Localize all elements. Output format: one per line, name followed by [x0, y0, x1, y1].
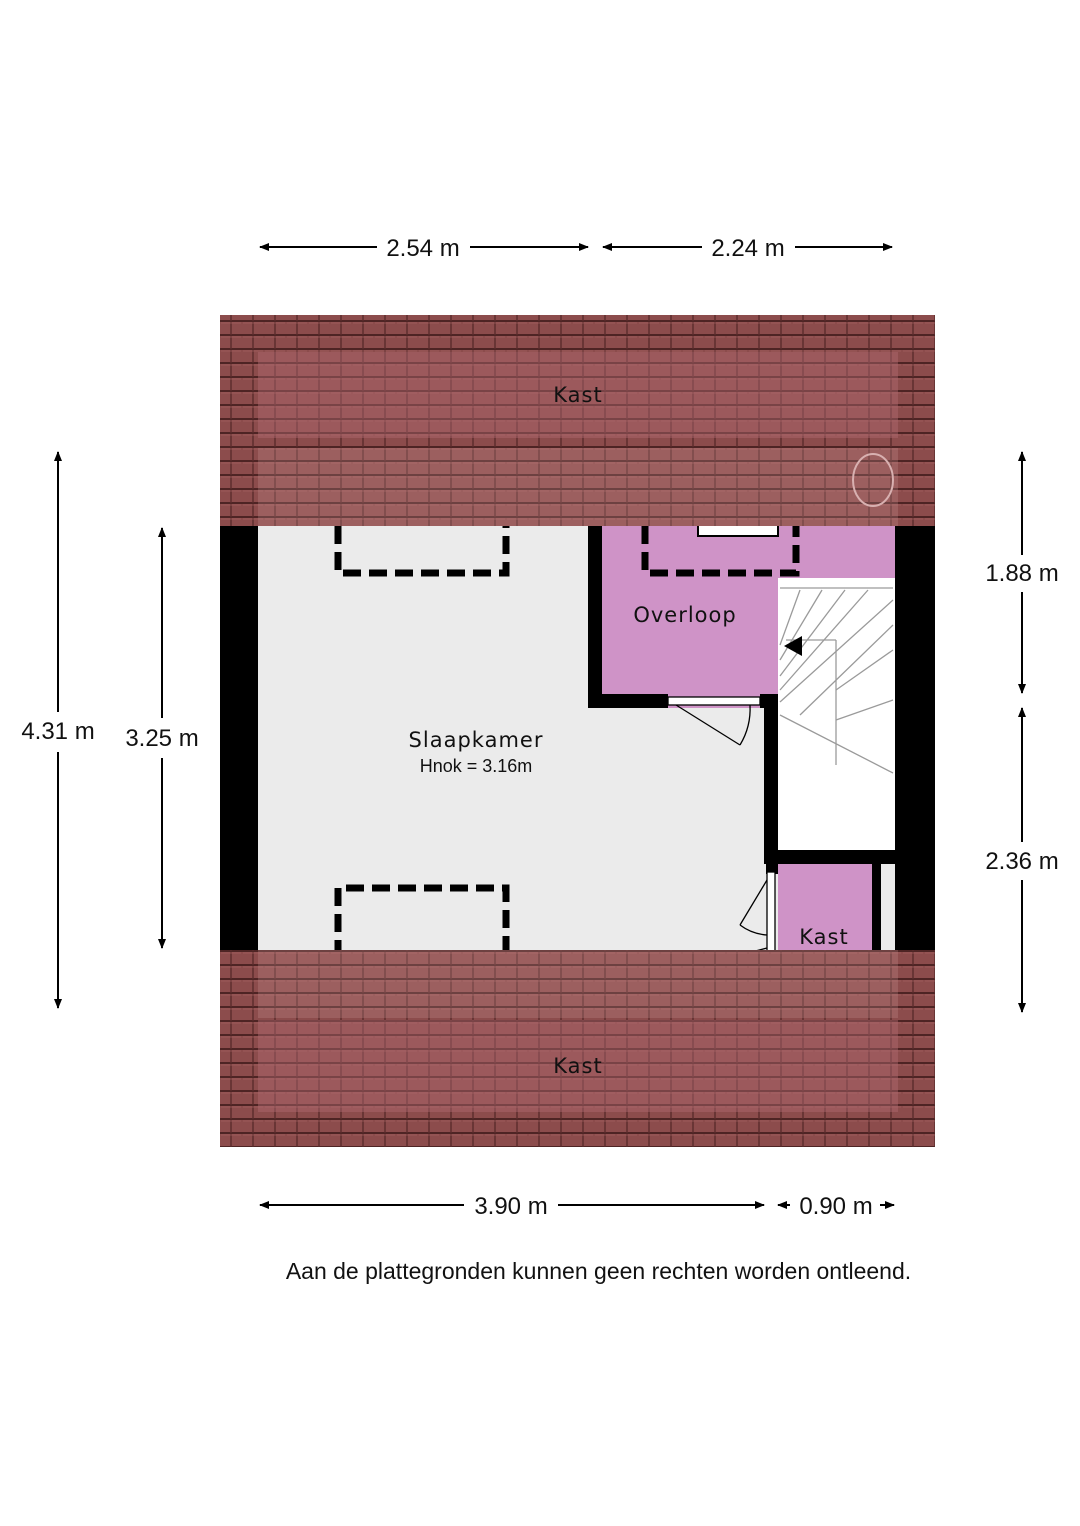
wall-left: [220, 526, 258, 950]
dimension-lines: [54, 243, 1026, 1209]
roof-top: [220, 315, 935, 526]
roof-bottom-overlay: [258, 950, 898, 1018]
door-overloop: [667, 696, 761, 746]
dim-bottom-right: 0.90 m: [799, 1193, 872, 1220]
kast-small-wall-right: [872, 864, 881, 950]
label-slaapkamer: Slaapkamer: [409, 728, 544, 752]
label-kast-small: Kast: [799, 925, 848, 949]
label-slaapkamer-height: Hnok = 3.16m: [420, 756, 533, 776]
wall-right: [895, 526, 935, 950]
overloop-wall-left: [588, 526, 602, 708]
disclaimer-text: Aan de plattegronden kunnen geen rechten…: [285, 1258, 912, 1284]
dim-right-upper: 1.88 m: [985, 560, 1058, 587]
dim-top-right: 2.24 m: [711, 235, 784, 262]
roof-bottom-inner: [258, 1020, 898, 1112]
label-kast-bottom: Kast: [553, 1054, 602, 1078]
vent-icon: [852, 453, 894, 507]
stair-arrow-icon: [784, 636, 802, 656]
stair-lines: [779, 587, 894, 774]
dim-bottom-left: 3.90 m: [474, 1193, 547, 1220]
roof-top-inner: [258, 352, 898, 438]
overloop-wall-bottom: [588, 694, 668, 708]
stair-wall-bottom: [764, 850, 895, 864]
kast-small-wall-left: [766, 864, 778, 874]
roof-bottom: [220, 950, 935, 1147]
stair-wall-left: [764, 694, 778, 864]
skylight-bottom-left: [334, 884, 510, 1010]
roof-top-overlay: [258, 448, 898, 526]
dim-top-left: 2.54 m: [386, 235, 459, 262]
dim-right-lower: 2.36 m: [985, 848, 1058, 875]
kast-small-area: [778, 864, 872, 950]
label-overloop: Overloop: [633, 603, 736, 627]
dim-left-inner: 3.25 m: [125, 725, 198, 752]
label-kast-top: Kast: [553, 383, 602, 407]
dim-left-outer: 4.31 m: [21, 718, 94, 745]
